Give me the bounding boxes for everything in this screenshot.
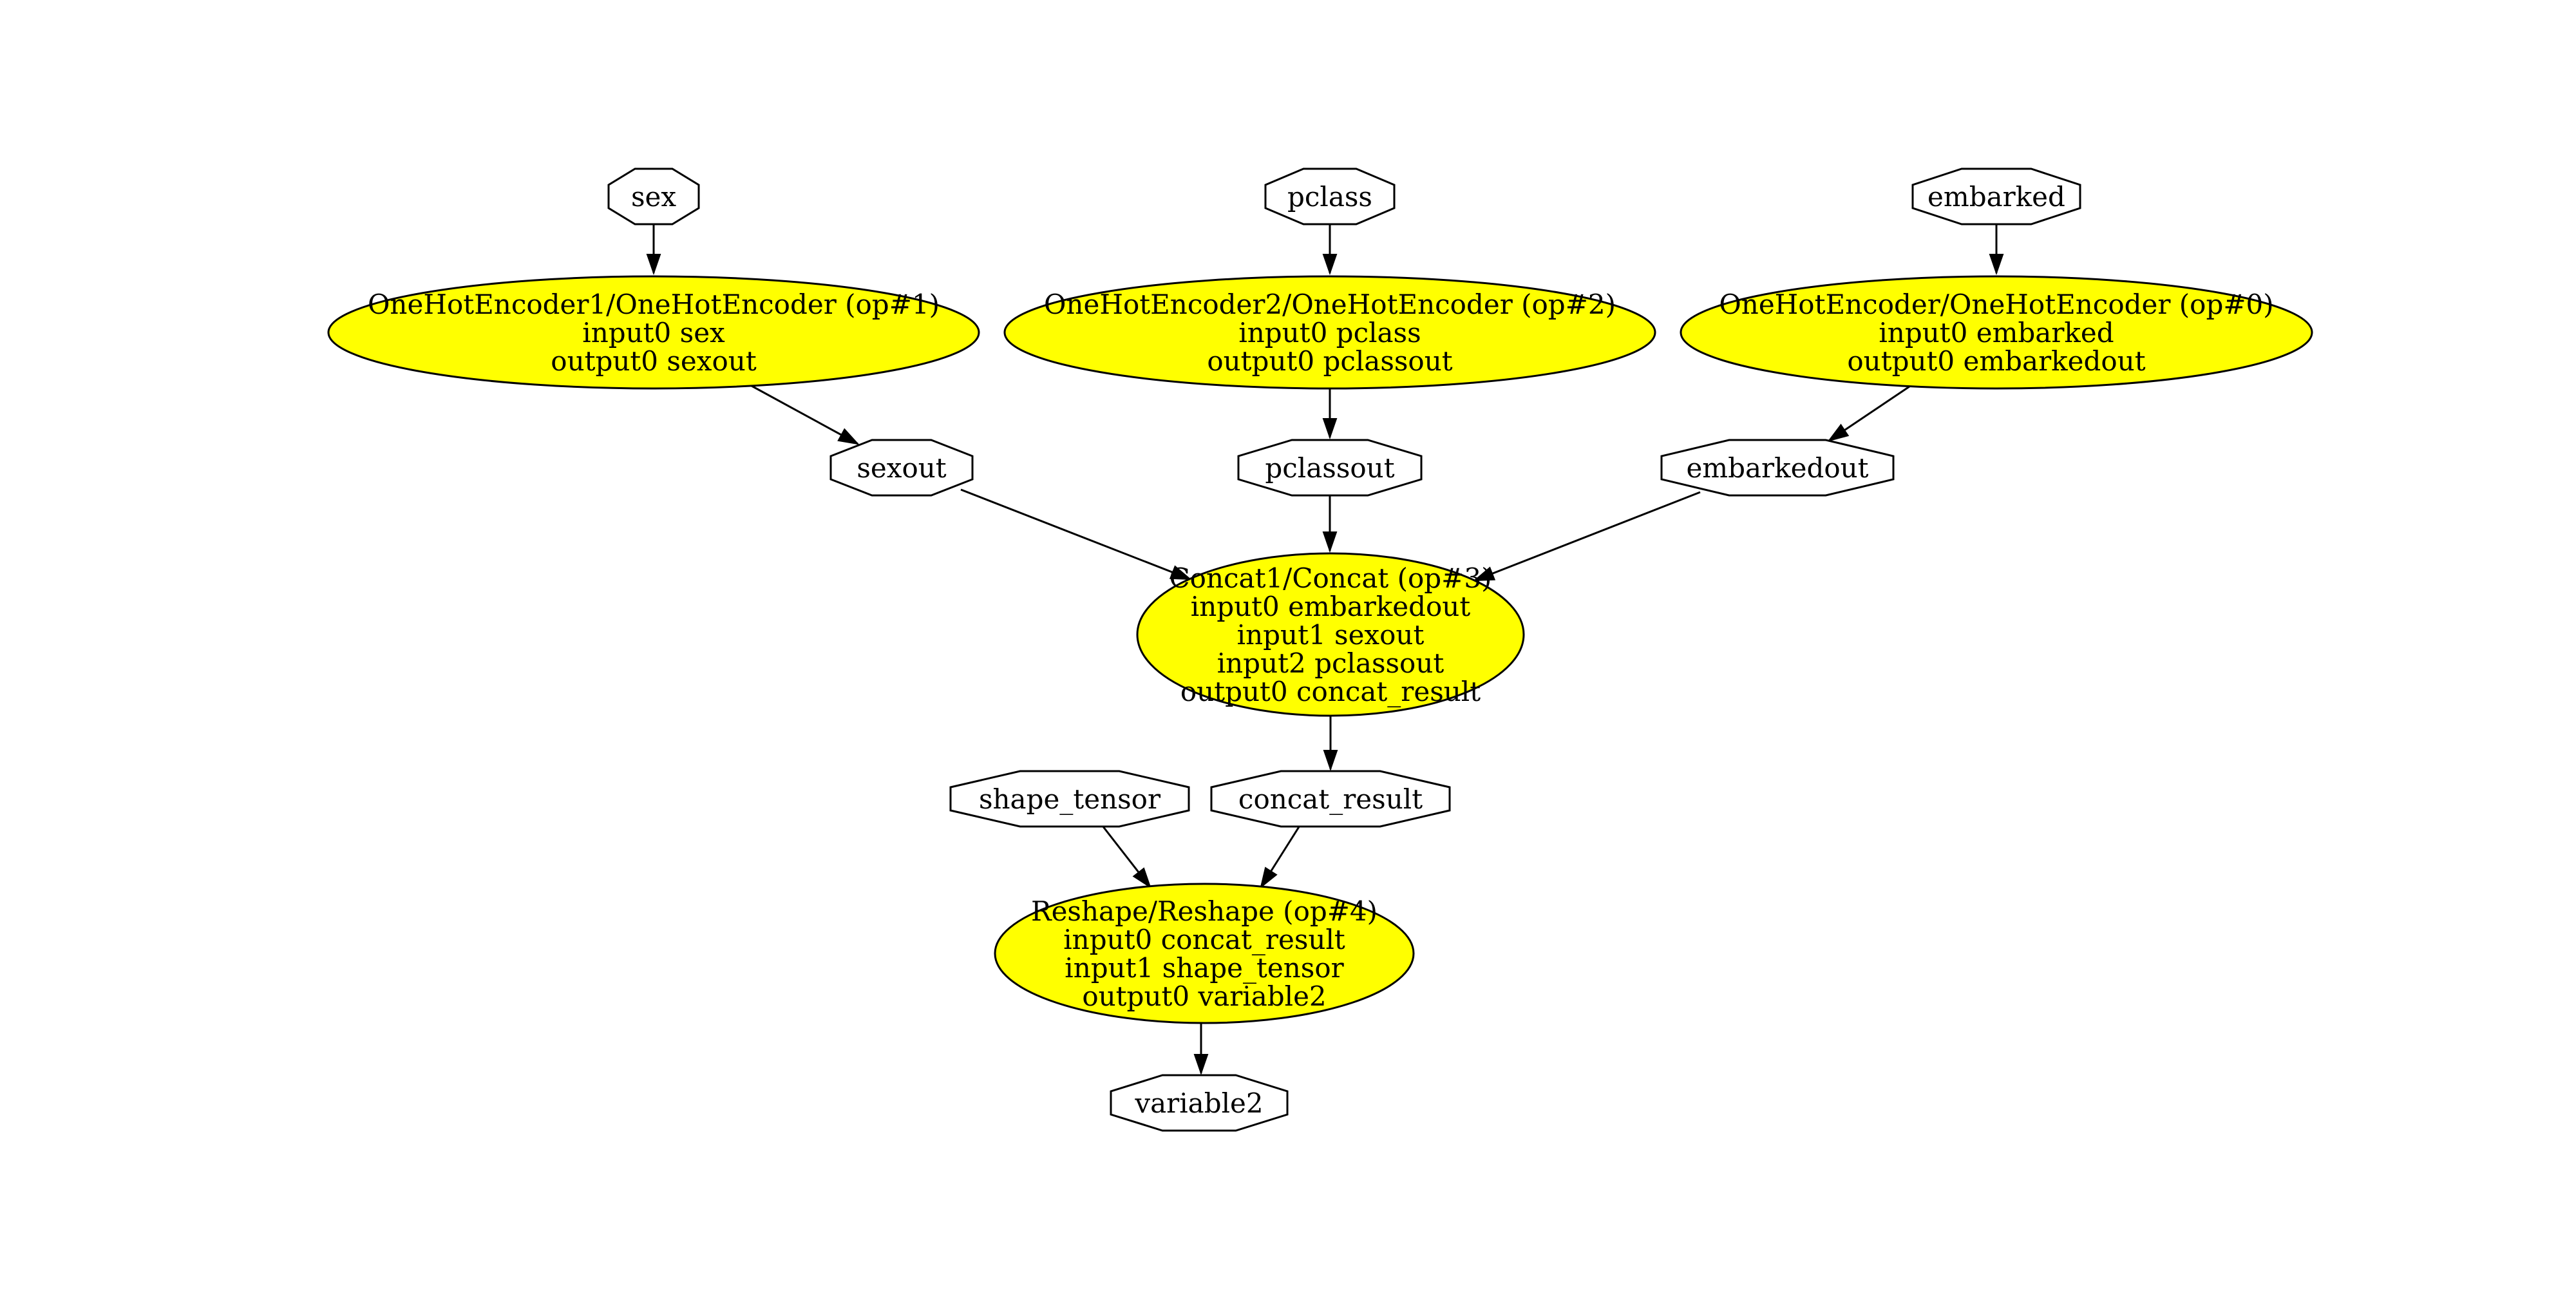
node-shape_tensor-shape — [949, 770, 1190, 828]
node-embarked-label: embarked — [1927, 181, 2065, 213]
node-onehotencoder0-line3: output0 embarkedout — [1847, 345, 2145, 377]
node-embarkedout-label: embarkedout — [1686, 452, 1868, 484]
node-variable2: variable2 — [1110, 1074, 1289, 1132]
node-onehotencoder1: OneHotEncoder1/OneHotEncoder (op#1) inpu… — [327, 275, 980, 390]
node-reshape: Reshape/Reshape (op#4) input0 concat_res… — [994, 883, 1415, 1024]
node-variable2-shape — [1110, 1074, 1289, 1132]
node-concat1: Concat1/Concat (op#3) input0 embarkedout… — [1136, 552, 1525, 717]
node-onehotencoder0-shape — [1680, 275, 2313, 390]
node-embarked-shape — [1911, 167, 2081, 225]
node-concat_result: concat_result — [1210, 770, 1451, 828]
node-reshape-shape — [994, 883, 1415, 1024]
edge-onehot0-to-embarkedout — [1829, 385, 1910, 441]
node-pclass-label: pclass — [1287, 181, 1372, 213]
node-onehotencoder1-line2: input0 sex — [582, 317, 725, 349]
node-onehotencoder2: OneHotEncoder2/OneHotEncoder (op#2) inpu… — [1003, 275, 1656, 390]
node-shape_tensor: shape_tensor — [949, 770, 1190, 828]
node-reshape-line4: output0 variable2 — [1082, 980, 1326, 1012]
node-concat1-line5: output0 concat_result — [1180, 676, 1481, 707]
node-sex-shape — [607, 167, 700, 225]
node-sex: sex — [607, 167, 700, 225]
node-embarkedout-shape — [1660, 439, 1895, 497]
node-sexout-label: sexout — [857, 452, 946, 484]
node-concat_result-label: concat_result — [1238, 783, 1423, 815]
node-pclassout-shape — [1237, 439, 1423, 497]
node-concat1-line3: input1 sexout — [1237, 619, 1425, 651]
node-onehotencoder0: OneHotEncoder/OneHotEncoder (op#0) input… — [1680, 275, 2313, 390]
node-concat_result-shape — [1210, 770, 1451, 828]
node-onehotencoder1-line3: output0 sexout — [551, 345, 757, 377]
node-onehotencoder2-line2: input0 pclass — [1238, 317, 1421, 349]
edge-sexout-to-concat1 — [960, 488, 1190, 580]
node-onehotencoder1-shape — [327, 275, 980, 390]
edge-embarkedout-to-concat1 — [1475, 491, 1701, 582]
node-embarkedout: embarkedout — [1660, 439, 1895, 497]
node-reshape-line2: input0 concat_result — [1063, 924, 1345, 955]
node-concat1-line4: input2 pclassout — [1217, 647, 1444, 679]
node-sex-label: sex — [631, 181, 676, 213]
node-embarked: embarked — [1911, 167, 2081, 225]
node-onehotencoder2-line1: OneHotEncoder2/OneHotEncoder (op#2) — [1044, 289, 1616, 320]
edge-onehot1-to-sexout — [751, 385, 858, 444]
node-sexout-shape — [829, 439, 974, 497]
node-shape_tensor-label: shape_tensor — [979, 783, 1161, 815]
node-concat1-line2: input0 embarkedout — [1191, 591, 1471, 622]
node-onehotencoder1-line1: OneHotEncoder1/OneHotEncoder (op#1) — [368, 289, 940, 320]
node-pclassout: pclassout — [1237, 439, 1423, 497]
edge-concat_result-to-reshape — [1261, 825, 1301, 887]
node-pclass: pclass — [1264, 167, 1396, 225]
node-concat1-line1: Concat1/Concat (op#3) — [1170, 562, 1492, 594]
node-pclassout-label: pclassout — [1265, 452, 1394, 484]
node-onehotencoder0-line2: input0 embarked — [1879, 317, 2114, 349]
node-onehotencoder0-line1: OneHotEncoder/OneHotEncoder (op#0) — [1719, 289, 2273, 320]
edge-shape_tensor-to-reshape — [1101, 825, 1150, 887]
node-onehotencoder2-line3: output0 pclassout — [1207, 345, 1452, 377]
node-concat1-shape — [1136, 552, 1525, 717]
edge-layer — [654, 224, 1996, 1073]
node-sexout: sexout — [829, 439, 974, 497]
node-reshape-line3: input1 shape_tensor — [1065, 952, 1344, 984]
node-pclass-shape — [1264, 167, 1396, 225]
node-variable2-label: variable2 — [1134, 1087, 1263, 1119]
node-reshape-line1: Reshape/Reshape (op#4) — [1031, 895, 1378, 927]
node-onehotencoder2-shape — [1003, 275, 1656, 390]
